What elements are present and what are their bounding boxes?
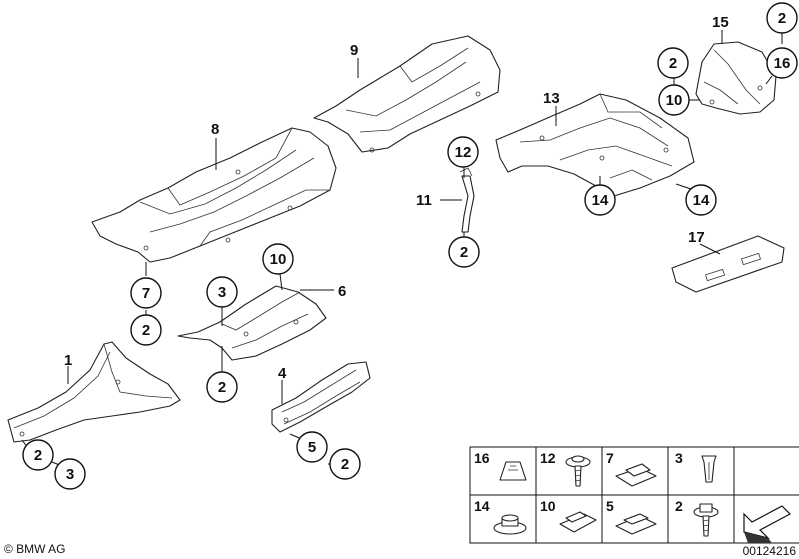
fastener-legend: 16 12 7 3 14 10 5 2	[469, 446, 799, 544]
hex-screw-icon	[693, 503, 719, 537]
legend-label-2: 2	[675, 498, 683, 514]
callout-labels: 1 2 3 4 5 2 6 10 3 2 7 2 8 9 12 11 2 13 …	[22, 2, 798, 490]
callout-6: 6	[338, 283, 346, 300]
callout-10: 10	[666, 92, 683, 109]
washer-screw-icon	[565, 455, 591, 487]
callout-12: 12	[455, 144, 472, 161]
callout-ring	[296, 431, 328, 463]
legend-label-12: 12	[540, 450, 556, 466]
clip-nut-icon	[615, 513, 657, 535]
callout-ring	[447, 136, 479, 168]
callout-2: 2	[218, 379, 226, 396]
legend-label-7: 7	[606, 450, 614, 466]
callout-ring	[329, 448, 361, 480]
callout-2: 2	[778, 10, 786, 27]
callout-4: 4	[278, 365, 287, 382]
callout-ring	[448, 236, 480, 268]
expanding-nut-icon	[701, 455, 717, 483]
callout-16: 16	[774, 55, 791, 72]
heat-shield-part-6	[177, 285, 327, 361]
callout-2: 2	[460, 244, 468, 261]
callout-ring	[657, 47, 689, 79]
callout-15: 15	[712, 14, 729, 31]
callout-7: 7	[142, 285, 150, 302]
callout-ring	[658, 84, 690, 116]
callout-10: 10	[270, 251, 287, 268]
legend-label-16: 16	[474, 450, 490, 466]
callout-13: 13	[543, 90, 560, 107]
callout-5: 5	[308, 439, 316, 456]
callout-ring	[206, 276, 238, 308]
legend-label-14: 14	[474, 498, 490, 514]
callout-ring	[766, 2, 798, 34]
callout-14: 14	[592, 192, 609, 209]
callout-3: 3	[66, 466, 74, 483]
callout-14: 14	[693, 192, 710, 209]
callout-ring	[685, 184, 717, 216]
clip-nut-icon	[499, 461, 527, 481]
callout-ring	[130, 314, 162, 346]
callout-2: 2	[34, 447, 42, 464]
callout-ring	[584, 184, 616, 216]
legend-label-3: 3	[675, 450, 683, 466]
heat-shield-part-9	[313, 35, 501, 153]
heat-shield-part-1	[7, 341, 181, 443]
callout-ring	[130, 277, 162, 309]
legend-label-10: 10	[540, 498, 556, 514]
callout-11: 11	[416, 192, 432, 209]
callout-2: 2	[142, 322, 150, 339]
direction-arrow-icon	[743, 505, 791, 543]
heat-shield-part-8	[91, 127, 337, 263]
callout-2: 2	[669, 55, 677, 72]
callout-9: 9	[350, 42, 358, 59]
heat-shield-part-13	[495, 93, 695, 197]
callout-ring	[54, 458, 86, 490]
callout-2: 2	[341, 456, 349, 473]
speed-nut-icon	[615, 463, 657, 487]
callout-1: 1	[64, 352, 72, 369]
callout-ring	[206, 371, 238, 403]
callout-ring	[766, 47, 798, 79]
flange-nut-icon	[493, 514, 527, 535]
callout-ring	[262, 243, 294, 275]
bracket-part-11	[459, 167, 475, 233]
heat-shield-part-4	[271, 361, 371, 433]
brand-copyright: © BMW AG	[4, 542, 66, 556]
callout-8: 8	[211, 121, 219, 138]
callout-17: 17	[688, 229, 705, 246]
heat-shield-part-15	[695, 41, 777, 115]
legend-label-5: 5	[606, 498, 614, 514]
diagram-number: 00124216	[743, 544, 797, 558]
callout-3: 3	[218, 284, 226, 301]
callout-ring	[22, 439, 54, 471]
insulation-pad-part-17	[671, 235, 785, 293]
clip-nut-icon	[559, 511, 597, 533]
